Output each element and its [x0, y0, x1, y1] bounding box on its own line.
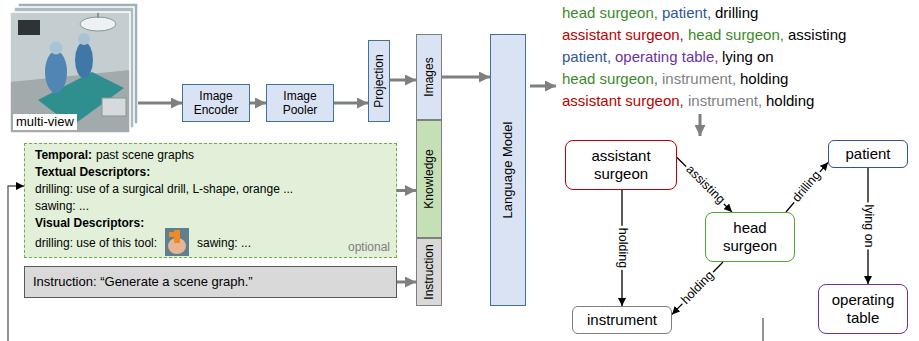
instruction-box: Instruction: “Generate a scene graph.” — [24, 266, 397, 298]
connector-arrow — [250, 102, 266, 105]
surgeon-gown — [45, 51, 67, 93]
floor — [10, 70, 130, 133]
lamp-arm — [97, 12, 99, 18]
knowledge-panel: Temporal: past scene graphsTextual Descri… — [24, 143, 397, 258]
edge-label: holding — [677, 268, 718, 309]
triplet-text: operating table, — [615, 48, 718, 66]
node-text: Knowledge — [422, 149, 436, 208]
triplet-text: head surgeon, — [562, 70, 658, 88]
node-text: Language Model — [500, 122, 516, 219]
triplet-text: lying on — [722, 48, 774, 66]
connector-arrow — [397, 281, 416, 284]
node-text: drilling: use of a surgical drill, L-sha… — [35, 182, 293, 196]
parse-arrow — [699, 114, 702, 136]
photo-stack — [10, 3, 138, 133]
node-text: Image Pooler — [271, 89, 329, 118]
edge-label: holding — [615, 226, 629, 270]
module-box: Projection — [368, 40, 390, 122]
surgeon-head — [50, 42, 63, 55]
triplet-text: head surgeon, — [688, 26, 784, 44]
node-text: operating table — [825, 291, 901, 327]
wall — [10, 12, 130, 133]
triplet-text: patient, — [562, 48, 611, 66]
output-arrow — [530, 85, 556, 88]
node-text: optional — [348, 240, 390, 254]
node-text: Projection — [372, 54, 386, 107]
node-text: Image Encoder — [187, 89, 245, 118]
connector-arrow — [786, 162, 828, 212]
triplet-text: holding — [740, 70, 788, 88]
thumbnail-ground — [165, 228, 189, 256]
module-box: Image Pooler — [266, 84, 334, 122]
node-text: sawing: ... — [35, 199, 89, 213]
triplet-text: head surgeon, — [562, 4, 658, 22]
graph-node: instrument — [572, 306, 672, 334]
graph-node: head surgeon — [705, 212, 795, 262]
connector-arrow — [442, 76, 490, 79]
node-text: patient — [845, 145, 890, 163]
triplet-text: instrument, — [662, 70, 736, 88]
photo-frame — [10, 12, 130, 133]
connector-arrow — [390, 79, 416, 82]
feedback-line — [8, 186, 24, 341]
drill-grip — [169, 232, 179, 237]
token-segment: Instruction — [416, 238, 442, 306]
feedback-line — [762, 318, 763, 341]
node-text: Textual Descriptors: — [35, 165, 150, 179]
connector-arrow — [397, 189, 416, 192]
token-segment: Knowledge — [416, 120, 442, 238]
graph-node: operating table — [818, 284, 908, 334]
edge-label: drilling — [789, 167, 825, 207]
node-text: assistant surgeon — [572, 147, 670, 183]
triplet-text: assistant surgeon, — [562, 26, 684, 44]
connector-arrow — [677, 158, 732, 213]
node-text: Instruction: “Generate a scene graph.” — [33, 274, 253, 290]
triplet-text: drilling — [715, 4, 758, 22]
surgical-lamp — [80, 17, 116, 31]
node-text: Instruction — [422, 244, 436, 299]
node-text: drilling: use of this tool: — [35, 236, 157, 250]
model-box: Language Model — [490, 34, 526, 306]
node-text: head surgeon — [712, 219, 788, 255]
front-photo — [10, 12, 130, 133]
module-box: Image Encoder — [182, 84, 250, 122]
triplet-text: assistant surgeon, — [562, 92, 684, 110]
triplet-text: holding — [766, 92, 814, 110]
instrument-table — [102, 98, 126, 116]
connector-arrow — [138, 102, 182, 105]
graph-node: assistant surgeon — [565, 140, 677, 190]
edge-label: assisting — [681, 161, 728, 208]
node-text: past scene graphs — [96, 148, 194, 162]
node-text: Temporal: — [35, 148, 92, 162]
connector-arrow — [672, 262, 723, 314]
graph-node: patient — [828, 140, 908, 168]
triplet-text: assisting — [788, 26, 846, 44]
connector-arrow — [334, 102, 368, 105]
surgeon-gown — [75, 42, 93, 78]
monitor — [18, 20, 40, 35]
node-text: multi-view — [13, 114, 77, 130]
node-text: instrument — [587, 311, 657, 329]
surgeon-head — [78, 33, 90, 45]
token-segment: Images — [416, 34, 442, 120]
triplet-text: patient, — [662, 4, 711, 22]
edge-label: lying on — [861, 202, 875, 249]
tool-thumbnail — [165, 228, 189, 256]
node-text: Visual Descriptors: — [35, 216, 144, 230]
triplet-text: instrument, — [688, 92, 762, 110]
node-text: Images — [422, 57, 436, 96]
node-text: sawing: ... — [197, 236, 251, 250]
image-stack: multi-view — [10, 3, 138, 133]
